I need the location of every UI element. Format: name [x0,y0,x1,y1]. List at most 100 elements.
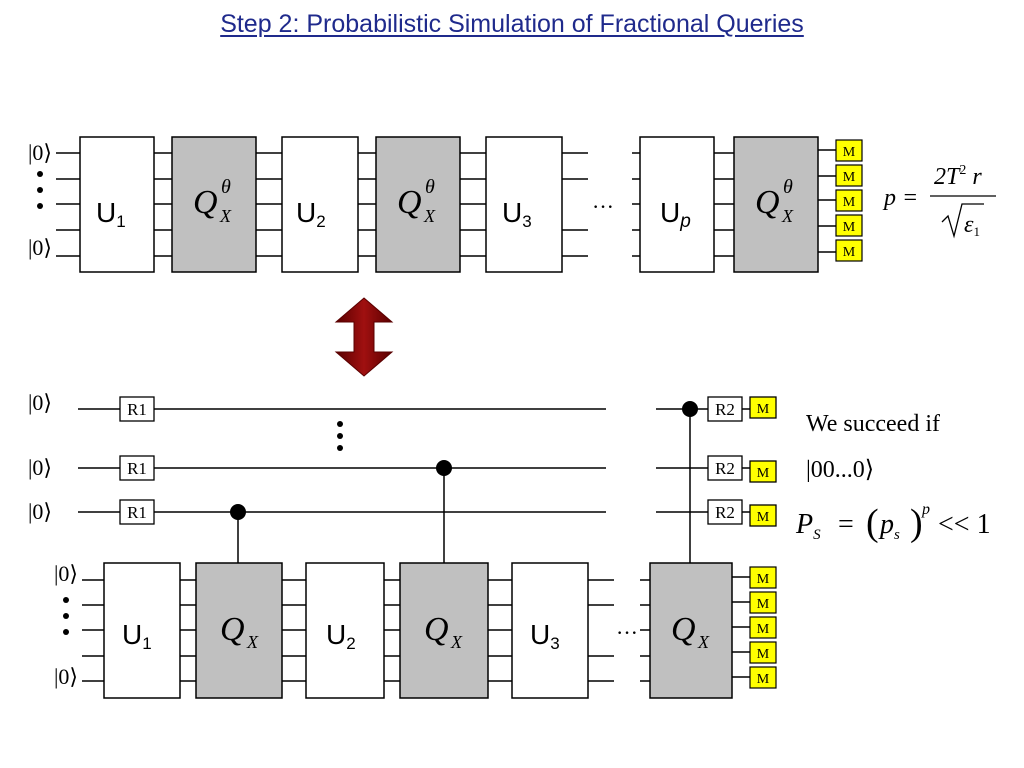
bottom-measure-labels: M M M M M [757,572,770,687]
measure-box [835,139,863,162]
bottom-gate-q3 [649,562,733,699]
r-gate-labels: R1 R1 R1 R2 R2 R2 [127,400,735,522]
ket-zero-top-2: |0⟩ [28,235,52,260]
ps-rel: << 1 [938,509,991,540]
measure-box [835,164,863,187]
success-line1: We succeed if [806,411,940,437]
formula-numerator: 2T2 r [934,163,982,190]
r1-gate [119,396,155,422]
control-dot [682,401,698,417]
formula-denom: ε1 [964,212,980,239]
ps-eq: = [838,509,854,540]
q-sub: X [697,632,710,652]
q-sup-1: θ [221,176,231,198]
r1-label: R1 [127,400,147,419]
vdots-dot [37,187,43,193]
measure-label: M [757,466,770,481]
measure-label: M [757,597,770,612]
ket-zero: |0⟩ [28,390,52,415]
bottom-gate-u1 [103,562,181,699]
measure-label: M [757,510,770,525]
q-label: Q [671,611,696,648]
ps-symbol: PS [795,509,821,543]
measure-box [749,460,777,483]
measure-box [749,396,777,419]
top-wires [56,149,836,257]
measure-box [835,239,863,262]
double-arrow [334,297,394,377]
r2-gate [707,455,743,481]
top-gate-q1 [171,136,257,273]
r2-label: R2 [715,503,735,522]
measure-box [749,616,777,639]
top-q-labels: Q X θ Q X θ Q X θ [193,176,794,226]
top-labels: |0⟩ |0⟩ U1 U2 U3 Up ··· Q X θ Q X θ Q X … [28,140,856,260]
bottom-gate-q1 [195,562,283,699]
ket-zero-top-1: |0⟩ [28,140,52,165]
vdots-dot [337,445,343,451]
vdots-dot [63,613,69,619]
r1-gate [119,499,155,525]
measure-box [835,189,863,212]
sqrt-sign [941,203,984,239]
r1-gate [119,455,155,481]
top-u1-label: U1 [96,197,126,231]
measure-box [749,504,777,527]
ps-inner: ps [878,509,900,543]
measure-label: M [843,245,856,260]
q-theta-label-3: Q [755,184,780,221]
measure-label: M [843,145,856,160]
q-label: Q [424,611,449,648]
top-gate-q2 [375,136,461,273]
measure-label: M [843,170,856,185]
r-gates [119,396,777,527]
measure-box [835,214,863,237]
control-dots [230,401,698,520]
bottom-ellipsis: ··· [616,620,638,645]
q-theta-label-1: Q [193,184,218,221]
r2-gate [707,499,743,525]
measure-label: M [757,402,770,417]
vdots-dot [37,171,43,177]
r2-gate [707,396,743,422]
r2-label: R2 [715,459,735,478]
success-line2: |00...0⟩ [806,457,874,483]
vdots-dot [337,433,343,439]
bottom-ancilla-measure-labels: M M M [757,402,770,525]
success-condition: We succeed if |00...0⟩ PS = ( ps ) p << … [795,411,991,544]
top-gate-u3 [485,136,563,273]
bottom-measurements [749,566,777,689]
top-gate-u1 [79,136,155,273]
paren-close: ) [910,502,923,544]
q-label: Q [220,611,245,648]
bottom-gates [103,562,777,699]
measure-label: M [843,220,856,235]
success-probability: PS = ( ps ) p << 1 [795,501,991,544]
top-measure-labels: M M M M M [843,145,856,260]
measure-label: M [757,572,770,587]
top-circuit [56,136,863,273]
measure-label: M [757,647,770,662]
top-ellipsis: ··· [592,194,614,219]
measure-box [749,641,777,664]
ket-zero: |0⟩ [28,499,52,524]
paren-open: ( [866,502,879,544]
bottom-gate-q2 [399,562,489,699]
top-gate-u2 [281,136,359,273]
r1-label: R1 [127,503,147,522]
bidirectional-arrow-icon [334,297,394,377]
top-gate-up [639,136,715,273]
measure-label: M [843,195,856,210]
q-sup-2: θ [425,176,435,198]
bottom-labels: |0⟩ |0⟩ U1 U2 U3 ··· Q X Q X Q X M M M M [54,561,770,689]
formula-p: p = 2T2 r ε1 [882,163,996,239]
bottom-ancilla-kets: |0⟩ |0⟩ |0⟩ [28,390,343,524]
formula-lhs: p = [882,185,918,211]
ket-zero: |0⟩ [28,455,52,480]
ket-zero: |0⟩ [54,664,78,689]
vdots-dot [337,421,343,427]
bottom-gate-u2 [305,562,385,699]
r1-label: R1 [127,459,147,478]
